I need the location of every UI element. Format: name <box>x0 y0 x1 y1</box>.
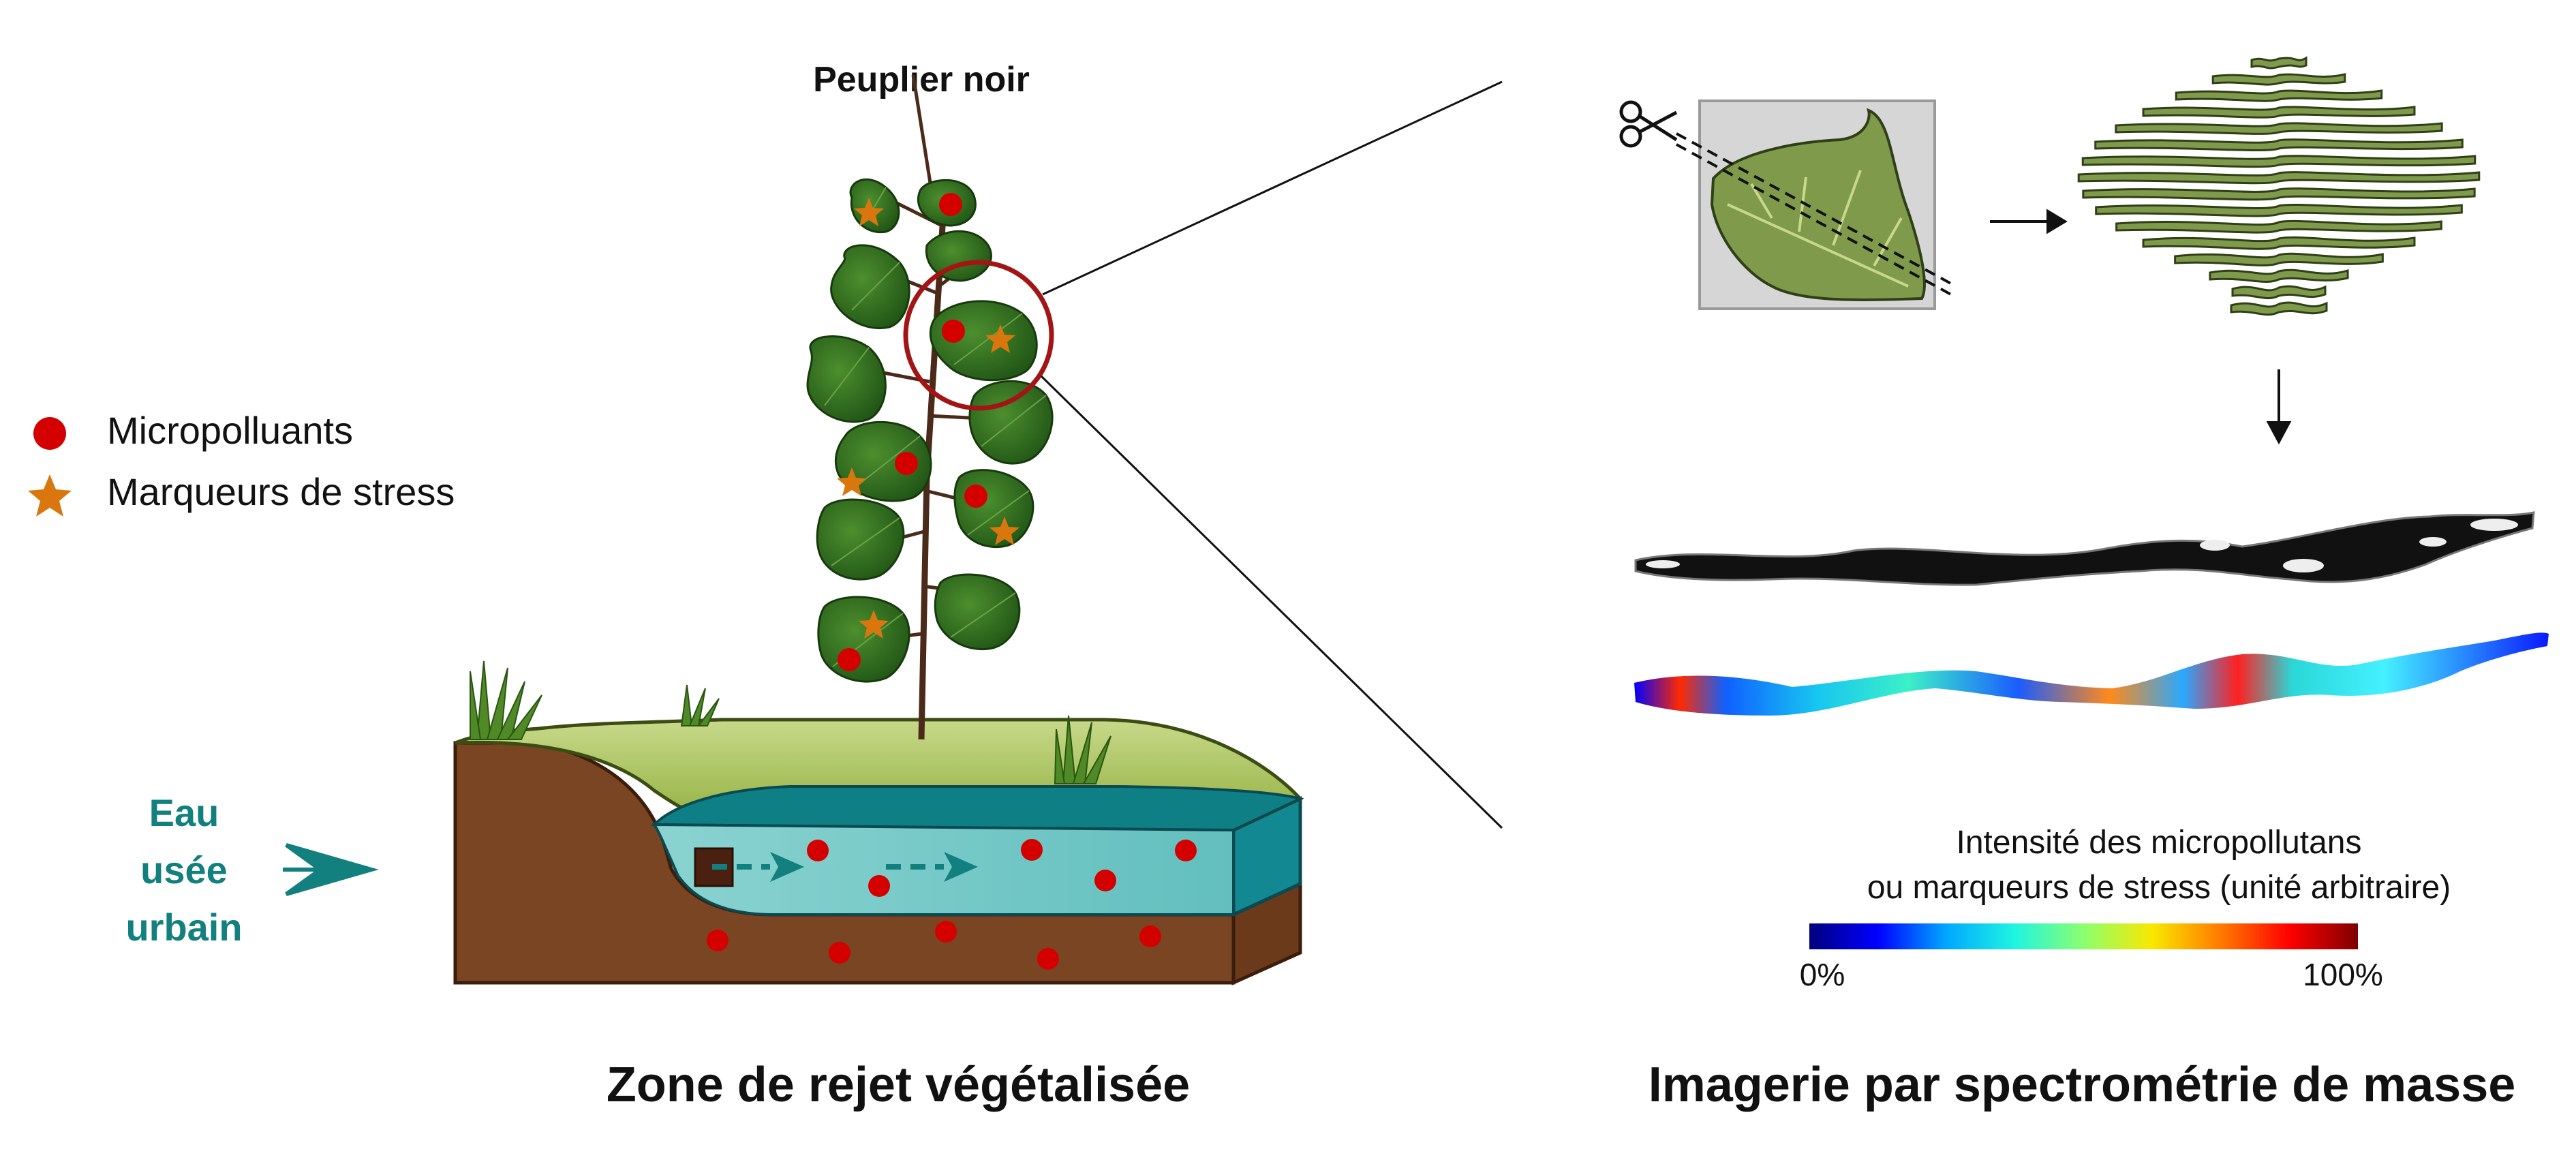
leaf-section-slice <box>2175 89 2383 102</box>
flow-arrow-head-1 <box>770 852 804 882</box>
leaf-section-slice <box>2115 122 2443 135</box>
leaf-section-slice <box>2142 106 2416 119</box>
leaf-veins <box>824 187 1047 667</box>
tree-title: Peuplier noir <box>813 60 1030 99</box>
leaf-section-slice <box>2230 301 2328 316</box>
sample-leaf <box>1710 108 1926 302</box>
colorbar-max-label: 100% <box>2303 957 2383 992</box>
leaf-micropollutants <box>838 193 987 671</box>
legend-stress-label: Marqueurs de stress <box>107 470 455 513</box>
inflow-line-3: urbain <box>125 906 242 949</box>
leaf-section-slice <box>2231 285 2327 299</box>
inflow-label: Eau usée urbain <box>125 791 379 949</box>
scissors-icon <box>1619 100 1678 148</box>
leaf-section-slice <box>2081 155 2477 168</box>
leaf-section-slice <box>2095 203 2463 217</box>
leaf-section-slice <box>2094 138 2464 152</box>
leaf-section-slice <box>2142 236 2416 250</box>
leaf-section-slice <box>2115 219 2442 234</box>
leaf-section-slice <box>2250 56 2307 70</box>
inflow-line-1: Eau <box>149 791 219 834</box>
flow-arrow-head-2 <box>944 852 978 882</box>
section-heatmap-image <box>1634 632 2549 716</box>
right-caption: Imagerie par spectrométrie de masse <box>1649 1058 2516 1112</box>
colorbar-min-label: 0% <box>1800 957 1845 992</box>
colorbar: Intensité des micropollutans ou marqueur… <box>1800 825 2451 992</box>
micropollutant-dot-icon <box>33 417 66 450</box>
arrow-down-icon <box>2266 421 2292 445</box>
water-micropollutants <box>807 839 1197 897</box>
grass-tuft-left <box>470 660 542 740</box>
soil-micropollutants <box>707 921 1161 970</box>
leaf-section-slice <box>2077 171 2481 185</box>
colorbar-title-line-2: ou marqueurs de stress (unité arbitraire… <box>1867 870 2451 906</box>
sampled-leaf-ring <box>903 260 1054 411</box>
colorbar-title-line-1: Intensité des micropollutans <box>1957 825 2362 861</box>
colorbar-gradient <box>1809 923 2358 949</box>
section-optical-image <box>1634 511 2535 586</box>
discharge-zone-block <box>453 660 1304 985</box>
leaf-sample-panel <box>1619 99 1957 310</box>
left-caption: Zone de rejet végétalisée <box>607 1058 1190 1112</box>
leaf-stress-markers <box>837 198 1019 639</box>
process-arrows <box>1990 209 2292 445</box>
inflow-line-2: usée <box>140 848 228 891</box>
leaf-sections-stack <box>2077 56 2481 316</box>
leaf-section-slice <box>2209 269 2349 283</box>
legend-micropolluants-label: Micropolluants <box>107 409 353 452</box>
inflow-arrow-icon <box>283 843 379 896</box>
zoom-lines <box>1040 80 1503 829</box>
stress-marker-star-icon <box>28 474 72 517</box>
leaf-section-slice <box>2082 187 2476 201</box>
leaf-section-slice <box>2211 73 2346 86</box>
poplar-tree <box>806 74 1054 740</box>
grass-tuft-right <box>1054 715 1111 784</box>
leaf-section-slice <box>2174 252 2384 266</box>
water-top <box>651 785 1304 832</box>
legend: Micropolluants Marqueurs de stress <box>28 409 455 517</box>
arrow-right-icon <box>2046 209 2068 234</box>
grass-tuft-middle <box>680 684 720 726</box>
